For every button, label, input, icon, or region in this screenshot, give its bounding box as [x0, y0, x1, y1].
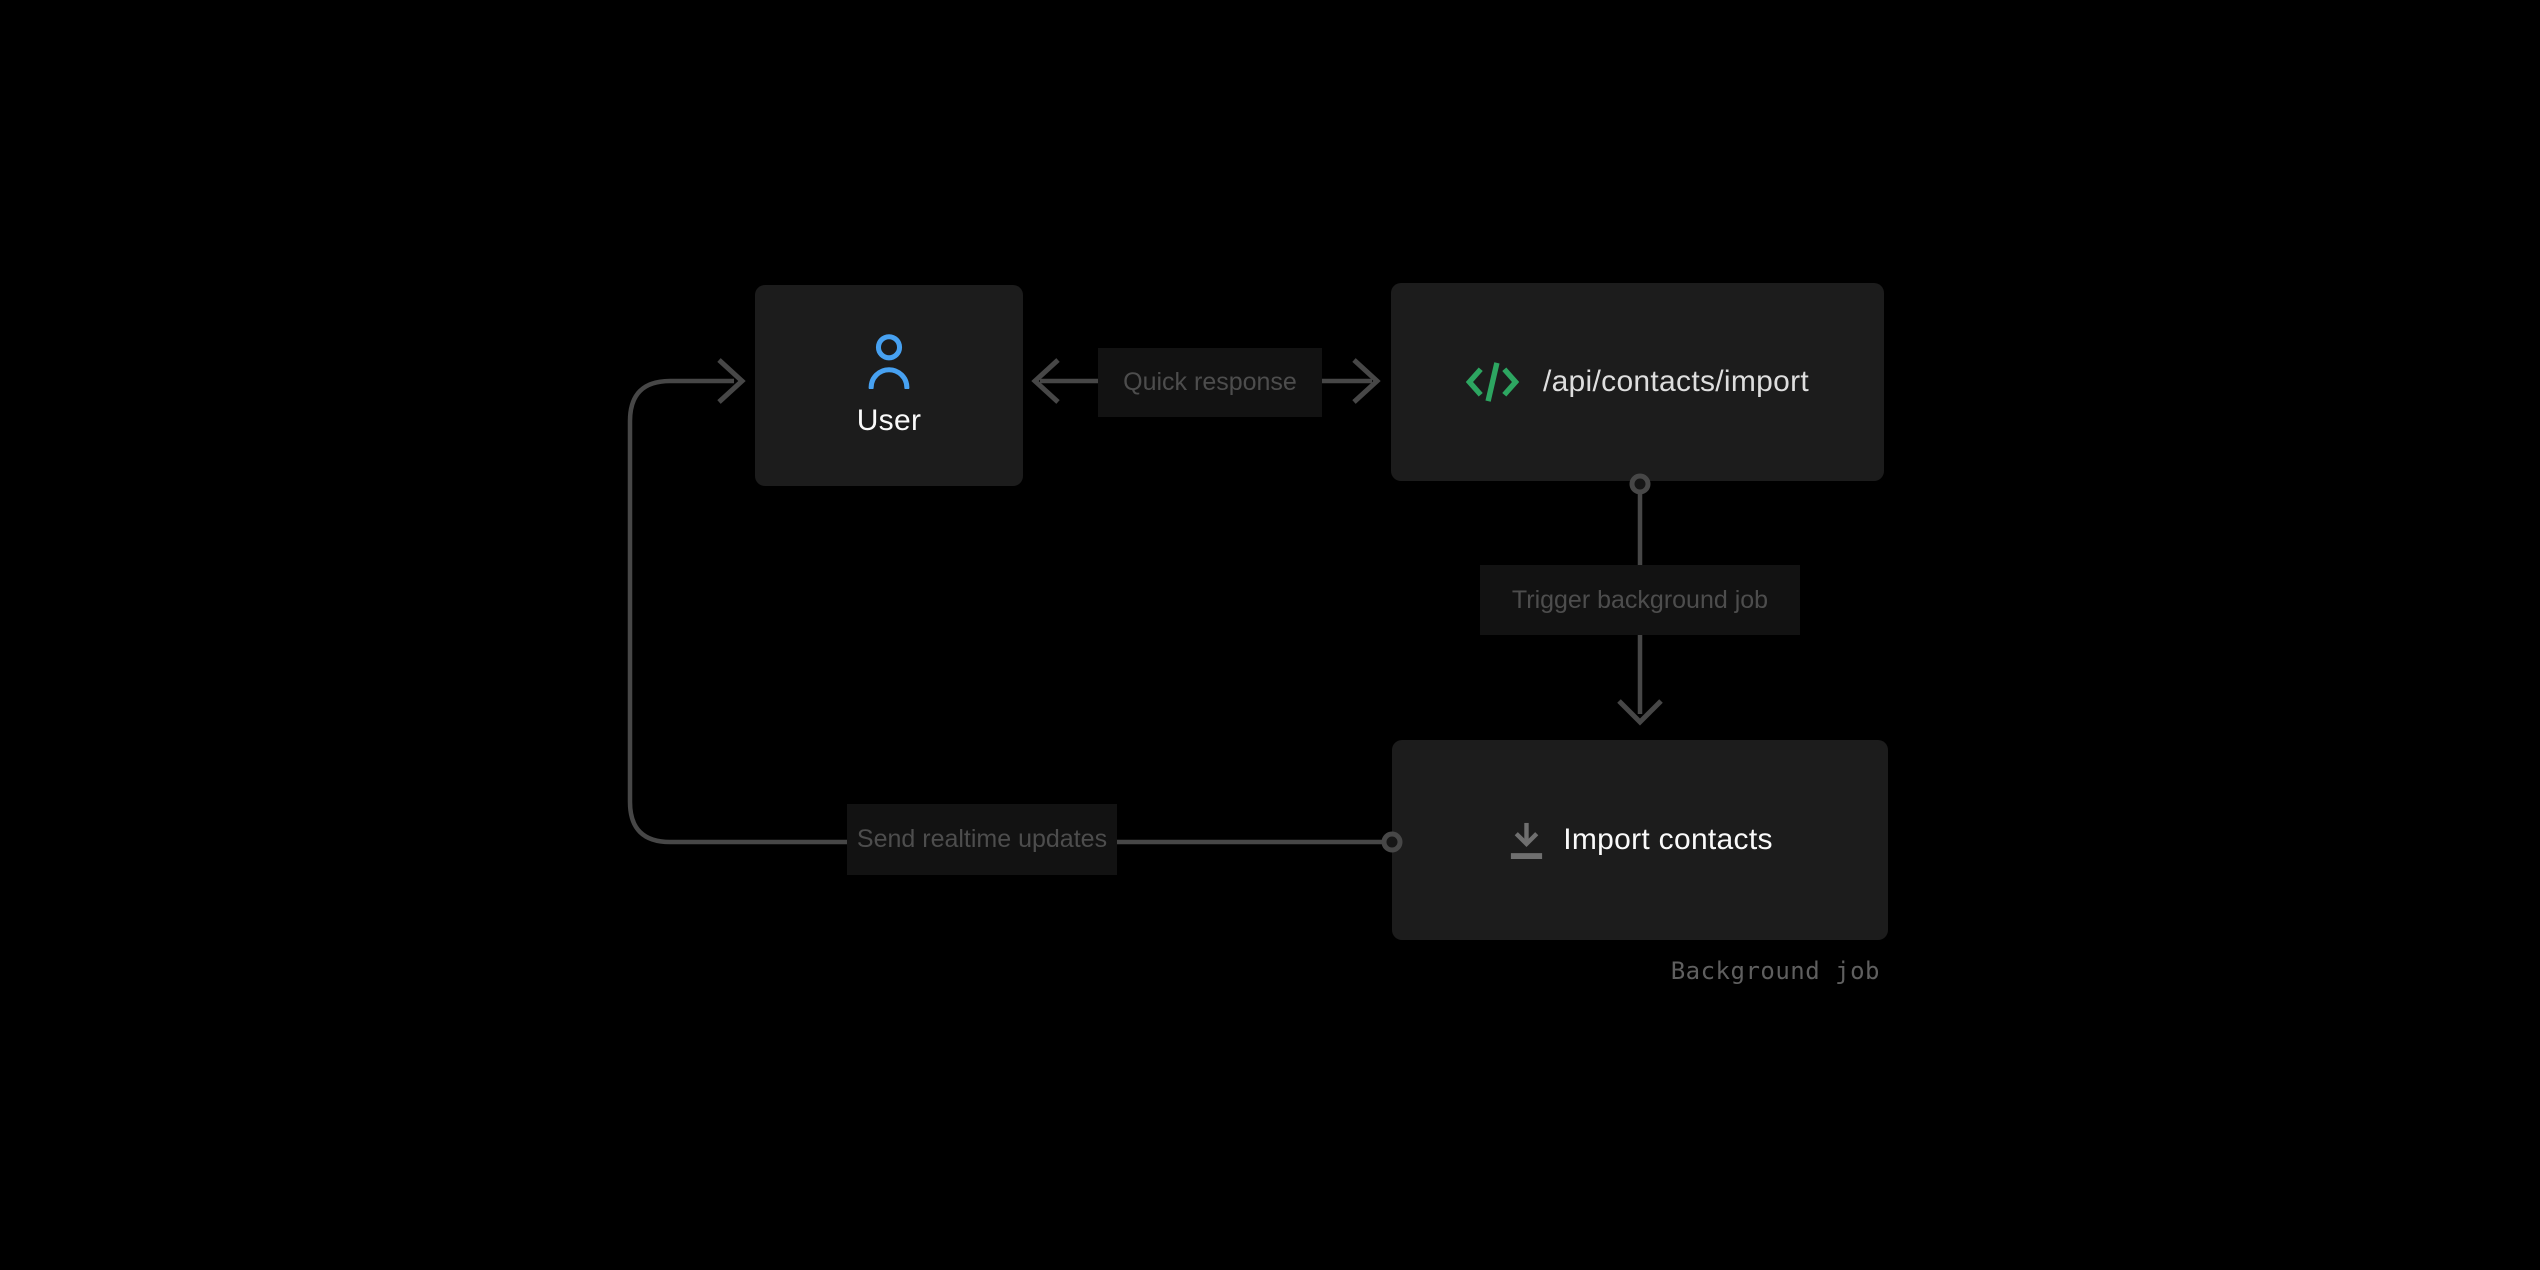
node-user[interactable]: User — [755, 285, 1023, 486]
edge-label-trigger-background-job[interactable]: Trigger background job — [1480, 565, 1800, 635]
connector-port-icon — [1629, 473, 1651, 495]
edge-label-send-realtime-updates[interactable]: Send realtime updates — [847, 804, 1117, 875]
code-icon — [1465, 362, 1519, 402]
edge-updates-loop — [627, 358, 1403, 853]
node-api-endpoint[interactable]: /api/contacts/import — [1391, 283, 1884, 481]
node-api-label: /api/contacts/import — [1542, 365, 1810, 398]
arrowhead-right-icon — [1352, 358, 1381, 404]
connector-port-icon — [1381, 831, 1403, 853]
arrowhead-left-icon — [1031, 358, 1060, 404]
node-user-label: User — [856, 404, 922, 437]
node-import-contacts[interactable]: Import contacts — [1392, 740, 1888, 940]
edge-updates-line — [627, 378, 1383, 845]
edge-label-quick-response[interactable]: Quick response — [1098, 348, 1322, 417]
node-job-label: Import contacts — [1563, 823, 1773, 856]
arrowhead-right-icon — [717, 358, 746, 404]
download-icon — [1511, 822, 1543, 859]
background-job-annotation: Background job — [1670, 957, 1880, 985]
user-icon — [868, 334, 910, 389]
arrowhead-down-icon — [1617, 699, 1663, 726]
